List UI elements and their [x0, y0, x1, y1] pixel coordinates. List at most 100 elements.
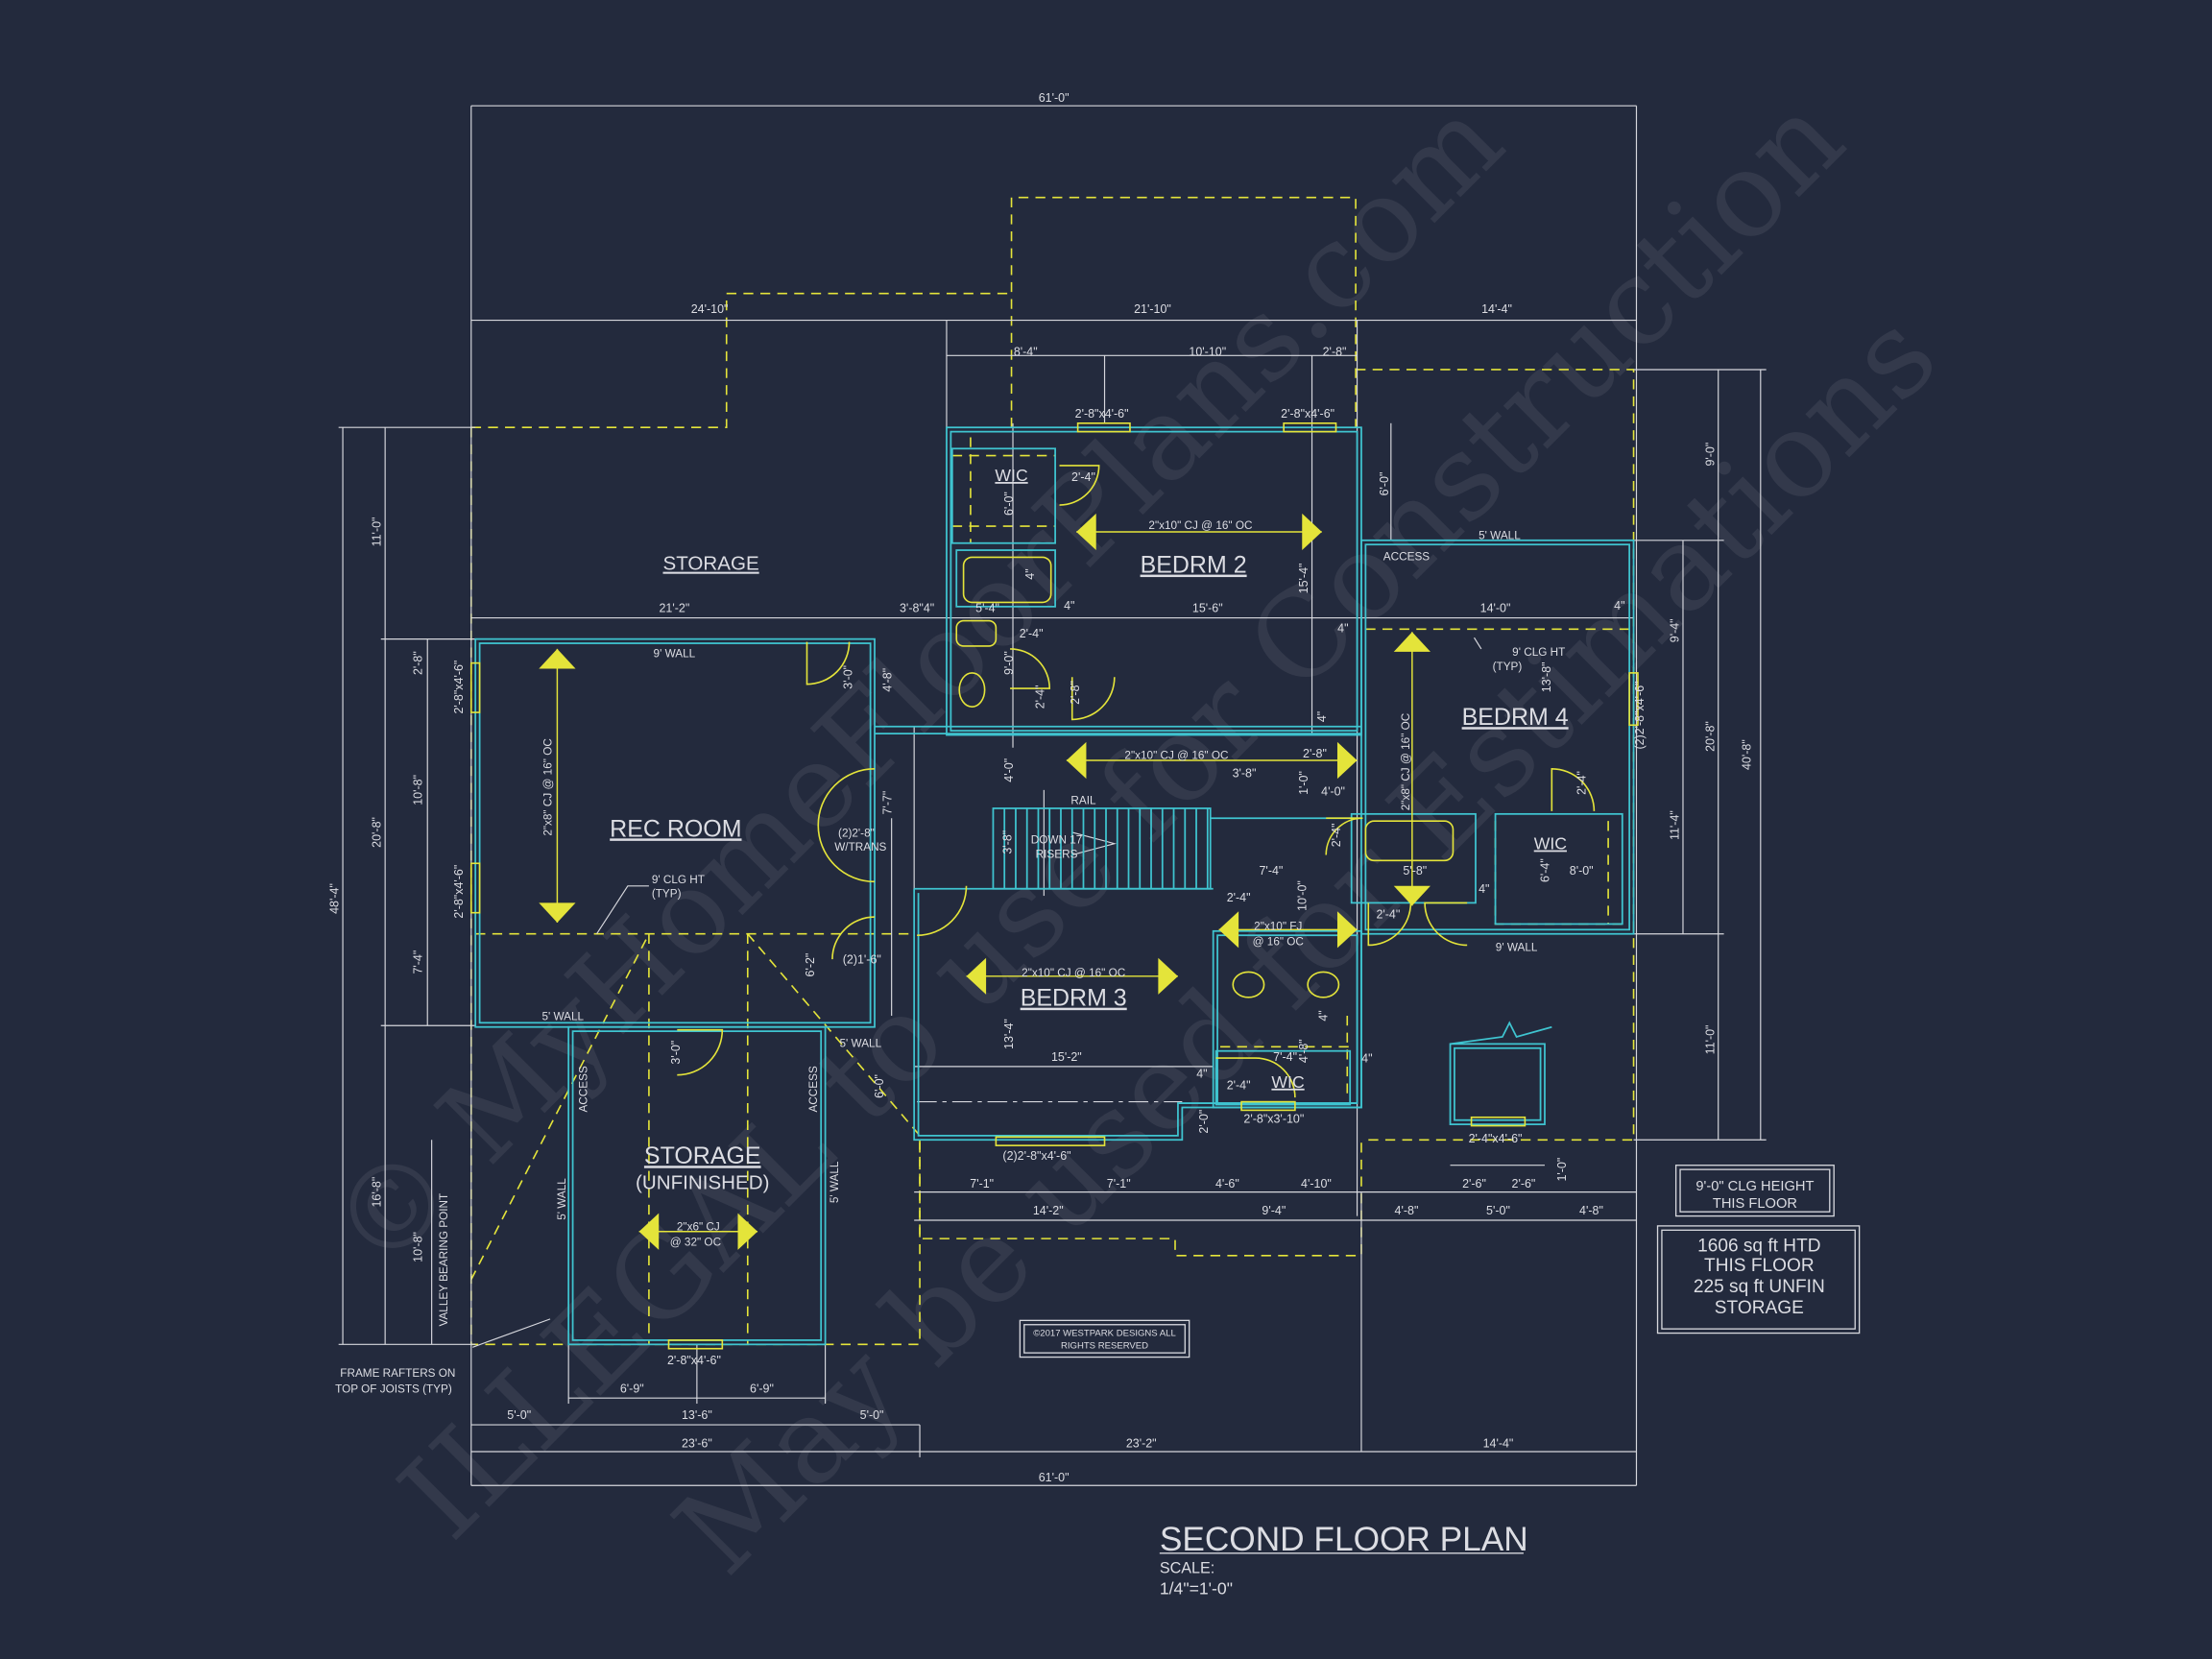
dimension-label: 6'-4" [1538, 858, 1551, 882]
dimension-label: 9'-4" [1262, 1204, 1286, 1217]
note: 5' WALL [1479, 529, 1521, 541]
room-label-storage-unfinished: STORAGE [644, 1142, 761, 1169]
wall-bath-1 [955, 549, 1056, 608]
room-label-wic: WIC [1534, 834, 1568, 854]
wall-bedrm4 [1360, 539, 1635, 935]
dimension-label: 7'-1" [970, 1177, 994, 1190]
walls [474, 426, 1635, 1346]
wall-bump-out [1449, 1043, 1546, 1125]
door [1215, 1057, 1296, 1098]
info-text: 1606 sq ft HTD [1697, 1236, 1820, 1256]
dimension-label: 10'-10" [1189, 345, 1226, 358]
note: VALLEY BEARING POINT [438, 1193, 450, 1327]
joist-arrowhead [539, 902, 576, 923]
wall-bedrm3 [913, 888, 1362, 1142]
wall-bedrm4-inner [1364, 543, 1631, 931]
dimension-label: 1'-0" [1555, 1158, 1569, 1182]
dimension-label: 7'-7" [881, 791, 895, 815]
joist-label: 2"x8" CJ @ 16" OC [1400, 712, 1412, 810]
dimension-label: 2'-8" [1069, 681, 1082, 705]
info-box [1019, 1319, 1190, 1358]
note: 5' WALL [541, 1010, 584, 1022]
note: RISERS [1036, 848, 1078, 860]
dimension-label: 6'-2" [804, 953, 817, 977]
dimension-label: (2)1'-6" [843, 953, 881, 967]
dimension-label: 8'-0" [1570, 864, 1594, 878]
dimension-label: 2'-4" [1575, 771, 1589, 795]
plan-title: SECOND FLOOR PLAN [1160, 1521, 1528, 1558]
door [1325, 817, 1363, 855]
note: 9' CLG HT [1512, 646, 1565, 659]
dimension-label: 5'-4" [975, 602, 999, 615]
window [1283, 422, 1337, 433]
joist-label: @ 16" OC [1253, 935, 1305, 948]
dimension-label: 13'-6" [682, 1408, 712, 1422]
window [1076, 422, 1131, 433]
door [1551, 768, 1596, 811]
wall-bump-out-inner [1454, 1046, 1542, 1121]
dimension-label: 15'-4" [1297, 564, 1310, 594]
dimension-label: 11'-0" [1703, 1025, 1717, 1055]
dimension-label: 14'-2" [1033, 1204, 1064, 1217]
dimension-label: 4'-8" [1579, 1204, 1603, 1217]
note: 9' WALL [654, 648, 696, 661]
dimension-label: 2'-8" [411, 651, 424, 675]
wall-wic-1 [950, 447, 1056, 544]
joist-arrowhead [1066, 741, 1087, 780]
dimension-label: 2'-4" [1227, 891, 1251, 904]
dimension-label: 5'-0" [860, 1408, 884, 1422]
copyright-text: ©2017 WESTPARK DESIGNS ALL [1033, 1329, 1176, 1339]
dimension-label: 10'-8" [411, 775, 424, 805]
wall-storage-unfinished [567, 1025, 827, 1346]
leader-line [596, 885, 649, 935]
dimension-label: 48'-4" [328, 883, 342, 914]
dimension-label: 21'-2" [659, 602, 689, 615]
door [805, 641, 851, 685]
room-label-rec-room: REC ROOM [610, 815, 741, 842]
hip-line [470, 933, 650, 1281]
dimension-label: 2'-8" [1323, 345, 1347, 358]
info-text: 9'-0" CLG HEIGHT [1695, 1179, 1814, 1194]
leader-line [1474, 637, 1482, 650]
note: 5' WALL [556, 1178, 568, 1220]
joist-label: 2"x10" CJ @ 16" OC [1148, 519, 1253, 532]
dimension-label: 4'-6" [1215, 1177, 1239, 1190]
note: 5' WALL [840, 1037, 882, 1049]
note: (TYP) [1493, 661, 1523, 673]
scale-value: 1/4"=1'-0" [1160, 1578, 1233, 1598]
note: TOP OF JOISTS (TYP) [335, 1382, 452, 1395]
hip-line [747, 933, 921, 1137]
window [469, 661, 481, 713]
joist-arrowhead [1218, 911, 1239, 949]
dimension-label: (2)2'-8"x4'-6" [1002, 1149, 1070, 1163]
dimension-label: 6'-9" [620, 1382, 644, 1395]
dimension-label: 2'-4" [1227, 1078, 1251, 1092]
room-label-unfinished: (UNFINISHED) [636, 1172, 769, 1194]
dimension-label: 21'-10" [1134, 302, 1171, 316]
info-text: 225 sq ft UNFIN [1694, 1277, 1825, 1297]
door [1059, 465, 1100, 506]
window [995, 1136, 1106, 1146]
door [831, 916, 876, 960]
note: FRAME RAFTERS ON [340, 1367, 455, 1380]
door [1010, 648, 1051, 689]
info-box [1674, 1165, 1835, 1217]
dimension-label: 5'-8" [1403, 864, 1427, 878]
joist-label: @ 32" OC [670, 1236, 722, 1248]
joist-label: 2"x10" FJ [1254, 920, 1302, 932]
dimension-label: 2'-8" [1303, 747, 1327, 760]
note: DOWN 17 [1031, 834, 1083, 847]
joist-arrowhead [1336, 911, 1358, 949]
note: 5' WALL [829, 1161, 841, 1203]
joist-label: 2"x6" CJ [677, 1220, 720, 1233]
fixtures-doors-windows [469, 422, 1639, 1350]
info-text: THIS FLOOR [1704, 1256, 1815, 1276]
dimension-label: 4" [1317, 1010, 1331, 1021]
joist-arrowhead [638, 1213, 660, 1250]
dimension-label: 10'-0" [1296, 880, 1310, 911]
dimension-label: 14'-0" [1480, 602, 1511, 615]
dimension-label: 4" [1064, 599, 1074, 613]
room-label-bedrm-3: BEDRM 3 [1021, 985, 1127, 1012]
window [1628, 672, 1639, 727]
